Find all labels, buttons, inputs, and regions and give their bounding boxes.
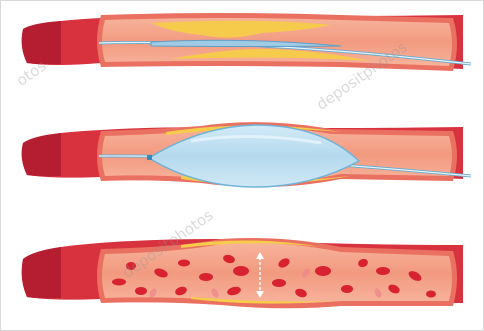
panel-2-balloon-inflated [22,122,471,187]
red-blood-cell [233,266,249,276]
vessel-dark-edge [22,133,61,176]
red-blood-cell [135,287,147,295]
red-blood-cell [341,285,353,293]
vessel-dark-edge [22,21,61,64]
red-blood-cell [272,279,286,287]
panel-3-vessel-reopened [22,238,463,308]
red-blood-cell [178,260,190,267]
red-blood-cell [315,266,331,276]
red-blood-cell [199,273,213,281]
red-blood-cell [426,291,436,298]
red-blood-cell [126,262,136,270]
vessel-dark-edge [22,247,61,298]
red-blood-cell [376,267,390,275]
panel-1-catheter-inserted [22,13,471,71]
red-blood-cell [112,279,126,286]
balloon-marker [147,155,152,160]
